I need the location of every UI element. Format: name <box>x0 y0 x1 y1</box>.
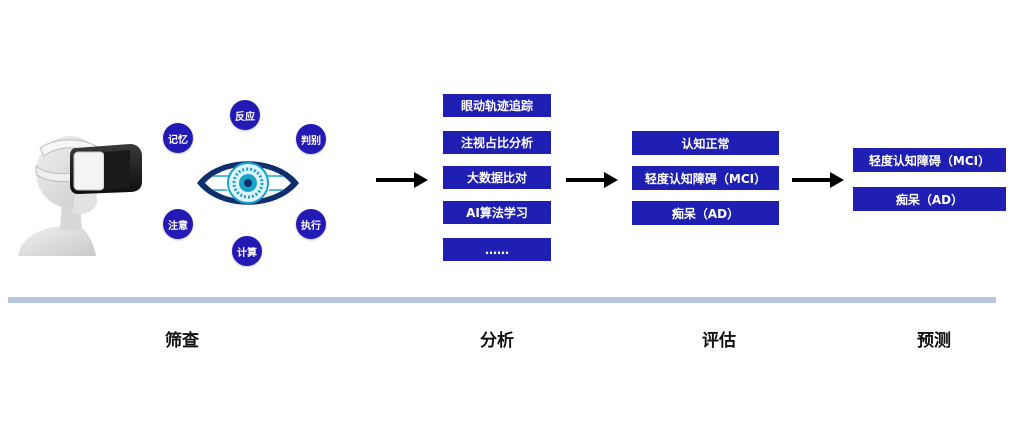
prediction-item: 轻度认知障碍（MCI） <box>853 148 1006 172</box>
arrow-right-icon <box>376 172 428 188</box>
analysis-item: 眼动轨迹追踪 <box>443 94 551 117</box>
analysis-item: …… <box>443 238 551 261</box>
analysis-item: 注视占比分析 <box>443 131 551 154</box>
circle-attention: 注意 <box>163 209 193 239</box>
stage-label-evaluation: 评估 <box>702 331 736 351</box>
eye-icon <box>197 161 299 205</box>
circle-judgment: 判别 <box>296 124 326 154</box>
stage-label-analysis: 分析 <box>480 331 514 351</box>
arrow-right-icon <box>566 172 618 188</box>
timeline-divider <box>8 297 996 303</box>
stage-label-prediction: 预测 <box>917 331 951 351</box>
circle-execution: 执行 <box>296 209 326 239</box>
evaluation-item: 轻度认知障碍（MCI） <box>632 166 779 190</box>
prediction-item: 痴呆（AD） <box>853 187 1006 211</box>
circle-memory: 记忆 <box>163 123 193 153</box>
analysis-item: AI算法学习 <box>443 201 551 224</box>
circle-reaction: 反应 <box>230 100 260 130</box>
arrow-right-icon <box>792 172 844 188</box>
analysis-item: 大数据比对 <box>443 166 551 189</box>
stage-label-screening: 筛查 <box>165 331 199 351</box>
evaluation-item: 痴呆（AD） <box>632 201 779 225</box>
evaluation-item: 认知正常 <box>632 131 779 155</box>
vr-headset-user-image <box>18 136 142 256</box>
circle-calculation: 计算 <box>232 236 262 266</box>
